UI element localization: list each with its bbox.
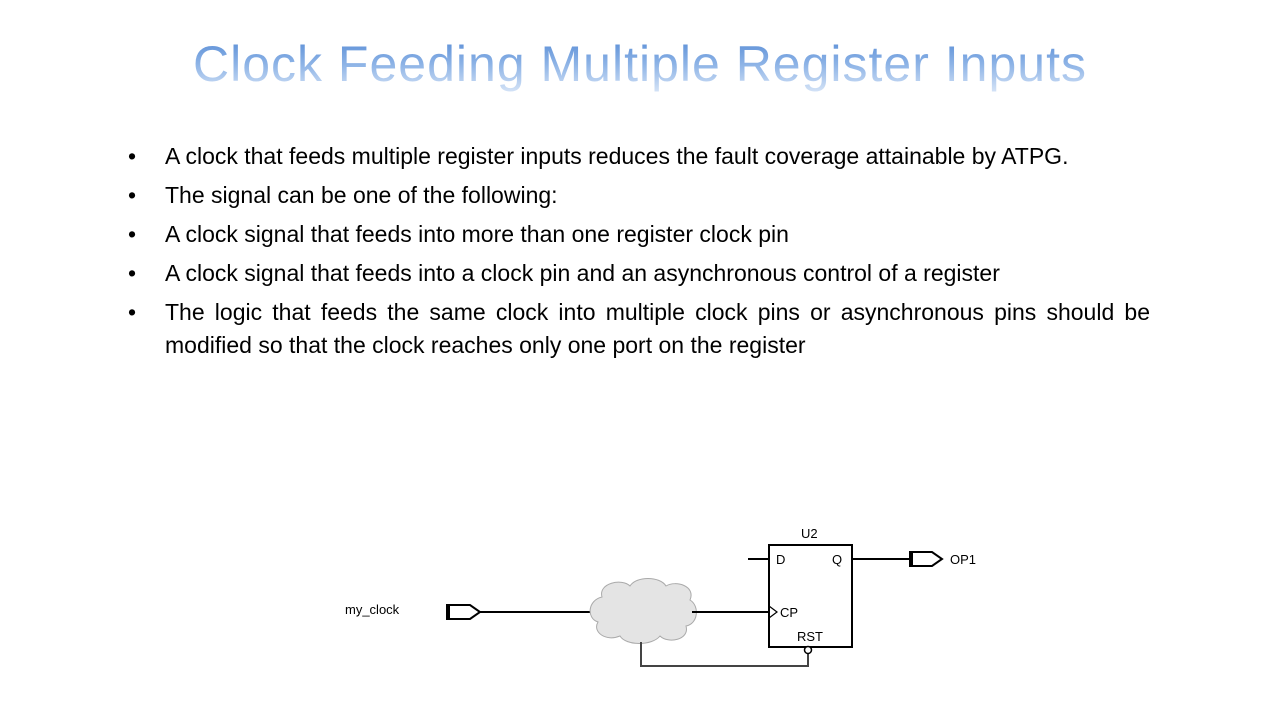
rst-inversion-bubble-icon	[803, 645, 813, 655]
pin-cp-label: CP	[780, 605, 798, 620]
output-port-icon	[909, 551, 944, 567]
clock-triangle-icon	[768, 605, 778, 619]
bullet-text: A clock signal that feeds into more than…	[165, 221, 789, 247]
bullet-text: The logic that feeds the same clock into…	[165, 299, 1150, 358]
register-box	[768, 544, 853, 648]
logic-cloud-icon	[589, 578, 697, 644]
register-name: U2	[801, 526, 818, 541]
bullet-text: A clock signal that feeds into a clock p…	[165, 260, 1000, 286]
circuit-diagram: my_clock U2 D Q CP RST OP1	[345, 526, 976, 667]
pin-q-label: Q	[832, 552, 842, 567]
bullet-text: The signal can be one of the following:	[165, 182, 558, 208]
bullet-icon: •	[128, 299, 137, 325]
pin-d-label: D	[776, 552, 785, 567]
bullet-item: • A clock that feeds multiple register in…	[128, 140, 1150, 173]
bullet-item: • A clock signal that feeds into a clock …	[128, 257, 1150, 290]
bullet-text: A clock that feeds multiple register inp…	[165, 143, 1069, 169]
bullet-item: • A clock signal that feeds into more tha…	[128, 218, 1150, 251]
bullet-item: • The logic that feeds the same clock int…	[128, 296, 1150, 362]
output-label: OP1	[950, 552, 976, 567]
pin-rst-label: RST	[797, 629, 823, 644]
bullet-icon: •	[128, 182, 137, 208]
input-port-icon	[446, 604, 482, 620]
bullet-list: • A clock that feeds multiple register in…	[128, 140, 1150, 368]
bullet-item: • The signal can be one of the following:	[128, 179, 1150, 212]
reset-wire	[640, 642, 809, 667]
bullet-icon: •	[128, 143, 137, 169]
bullet-icon: •	[128, 221, 137, 247]
bullet-icon: •	[128, 260, 137, 286]
input-label: my_clock	[345, 602, 400, 617]
slide-title: Clock Feeding Multiple Register Inputs	[0, 33, 1280, 95]
